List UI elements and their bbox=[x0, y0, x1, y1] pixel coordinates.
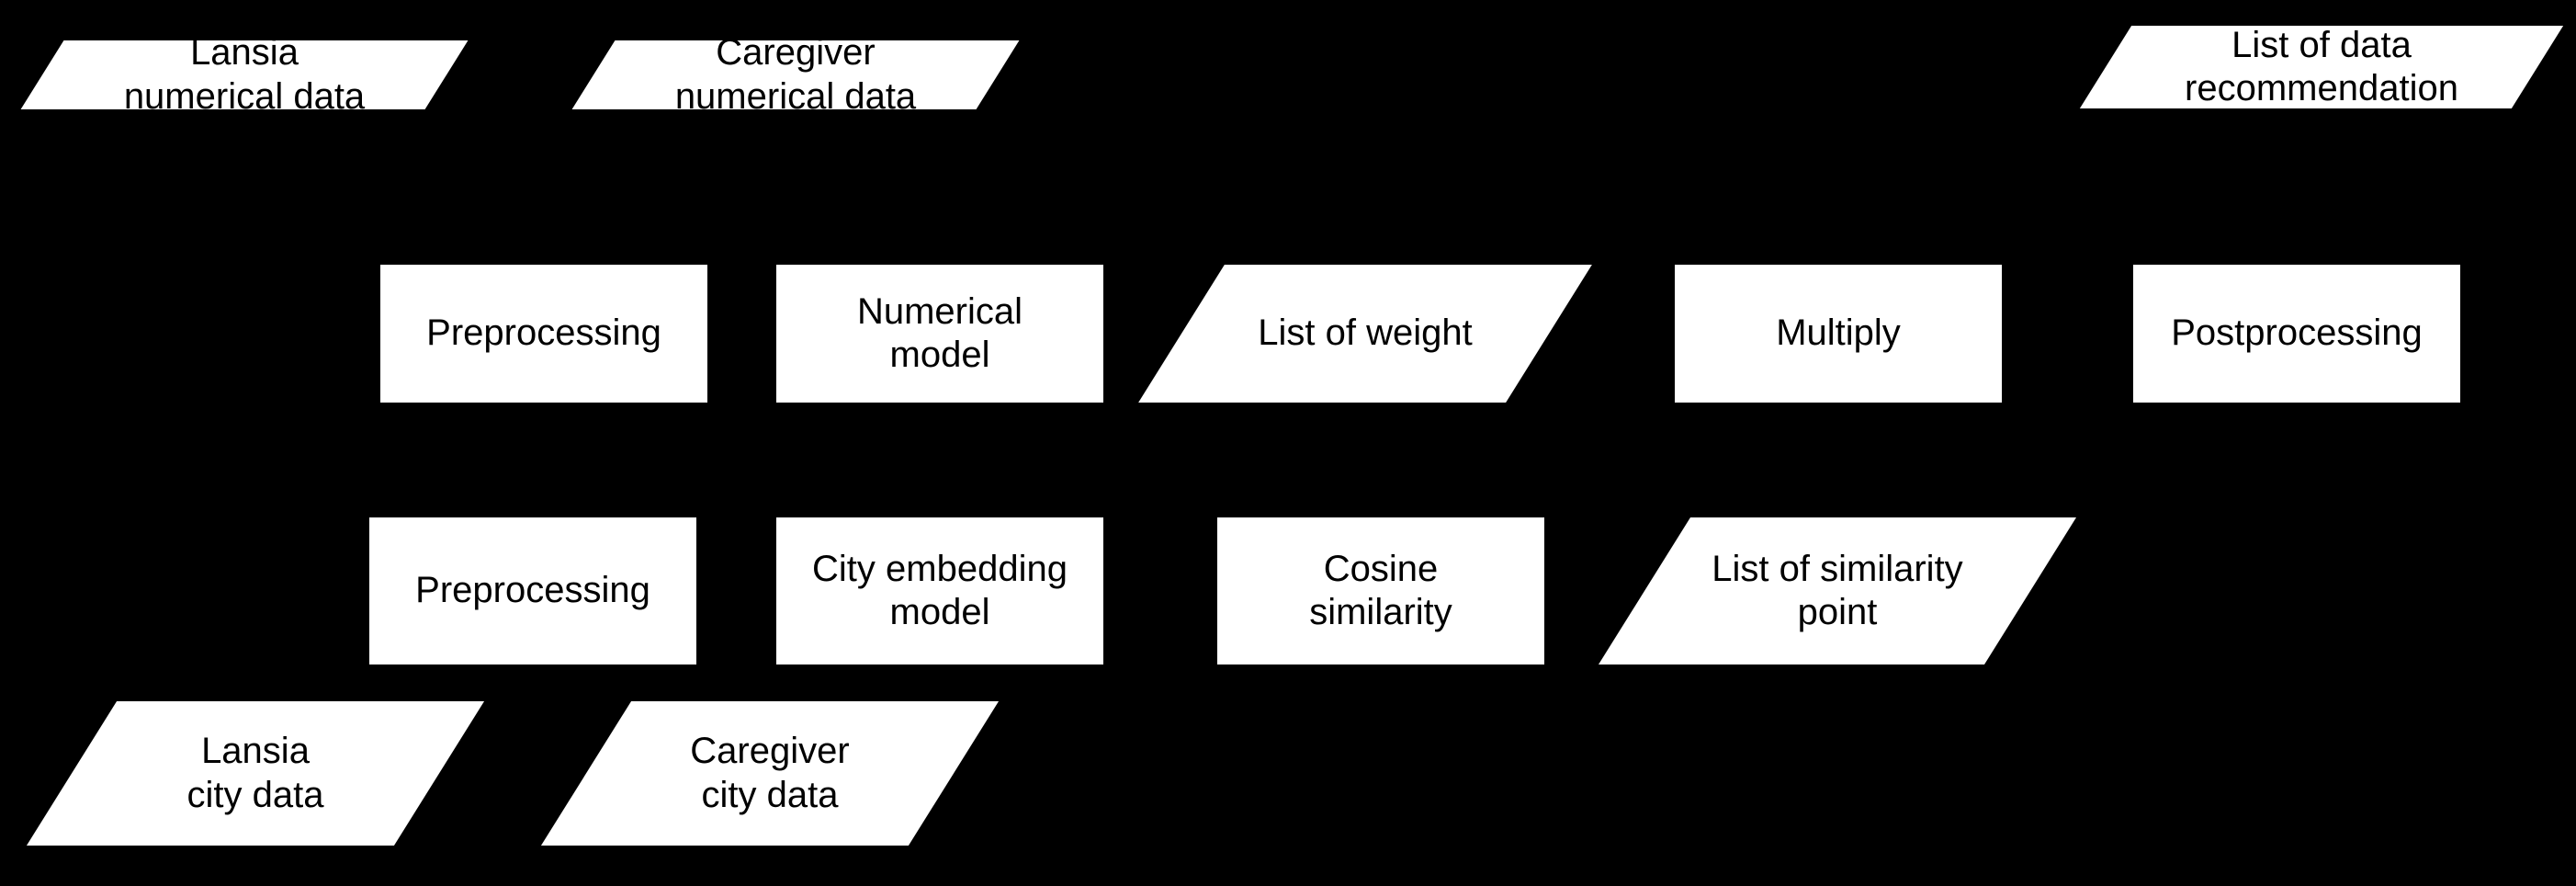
caregiver-numerical-data-node-label: Caregiver numerical data bbox=[674, 32, 917, 117]
numerical-model-node-label: Numerical model bbox=[856, 290, 1023, 375]
list-of-weight-node[interactable]: List of weight bbox=[1138, 265, 1592, 403]
list-of-data-recommendation-node[interactable]: List of data recommendation bbox=[2079, 24, 2564, 108]
postprocessing-node[interactable]: Postprocessing bbox=[2133, 265, 2460, 403]
preprocessing-numerical-node[interactable]: Preprocessing bbox=[380, 265, 707, 403]
postprocessing-node-label: Postprocessing bbox=[2171, 312, 2423, 354]
list-of-data-recommendation-node-label: List of data recommendation bbox=[2185, 24, 2458, 108]
lansia-numerical-data-node-label: Lansia numerical data bbox=[123, 32, 366, 117]
multiply-node-label: Multiply bbox=[1776, 312, 1901, 354]
caregiver-numerical-data-node[interactable]: Caregiver numerical data bbox=[571, 32, 1020, 117]
lansia-city-data-node-label: Lansia city data bbox=[186, 731, 324, 815]
multiply-node[interactable]: Multiply bbox=[1675, 265, 2002, 403]
list-of-weight-node-label: List of weight bbox=[1258, 312, 1473, 354]
preprocessing-city-node[interactable]: Preprocessing bbox=[369, 517, 696, 664]
list-of-similarity-point-node-label: List of similarity point bbox=[1712, 548, 1963, 632]
preprocessing-city-node-label: Preprocessing bbox=[415, 570, 650, 611]
caregiver-city-data-node[interactable]: Caregiver city data bbox=[540, 701, 1000, 846]
preprocessing-numerical-node-label: Preprocessing bbox=[426, 312, 661, 354]
lansia-city-data-node[interactable]: Lansia city data bbox=[26, 701, 485, 846]
numerical-model-node[interactable]: Numerical model bbox=[776, 265, 1103, 403]
city-embedding-model-node-label: City embedding model bbox=[812, 548, 1068, 632]
caregiver-city-data-node-label: Caregiver city data bbox=[690, 731, 850, 815]
cosine-similarity-node-label: Cosine similarity bbox=[1309, 548, 1452, 632]
lansia-numerical-data-node[interactable]: Lansia numerical data bbox=[20, 32, 469, 117]
cosine-similarity-node[interactable]: Cosine similarity bbox=[1217, 517, 1544, 664]
list-of-similarity-point-node[interactable]: List of similarity point bbox=[1599, 517, 2076, 664]
city-embedding-model-node[interactable]: City embedding model bbox=[776, 517, 1103, 664]
